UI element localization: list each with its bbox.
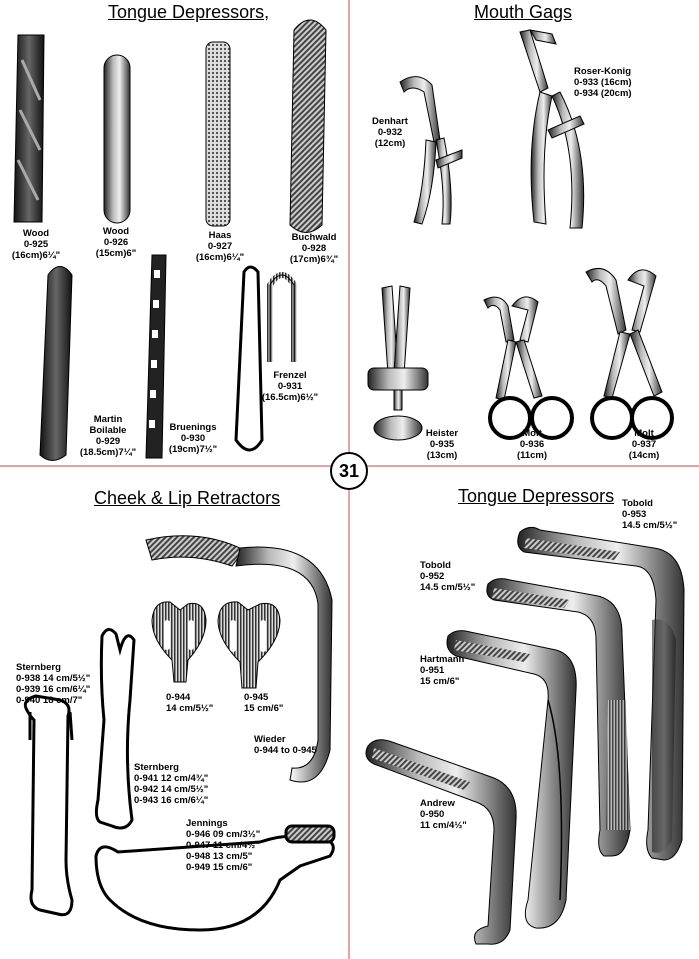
tobold-depressor-953 xyxy=(517,526,685,861)
martin-depressor xyxy=(39,266,73,461)
molt-gag-937 xyxy=(585,267,674,440)
heading-tongue-depressors-bottom: Tongue Depressors xyxy=(458,486,615,506)
molt-gag-936 xyxy=(483,296,574,440)
retractor-944 xyxy=(151,601,207,683)
page-number: 31 xyxy=(330,452,368,490)
haas-depressor xyxy=(205,41,231,227)
retractor-945 xyxy=(217,601,281,689)
wood-depressor-925 xyxy=(13,34,45,223)
wood-depressor-926 xyxy=(103,54,131,224)
jennings-gag xyxy=(94,824,336,932)
frenzel-depressor xyxy=(234,265,297,452)
tobold-depressor-952 xyxy=(486,578,631,857)
wieder-retractor xyxy=(145,535,333,783)
sternberg-wire-retractor xyxy=(23,694,74,917)
heading-tongue-depressors-top: Tongue Depressors, xyxy=(108,2,270,22)
hartmann-depressor xyxy=(446,630,577,929)
sternberg-spring-retractor xyxy=(94,628,136,830)
bruenings-depressor xyxy=(145,254,167,459)
heister-gag xyxy=(367,285,429,441)
heading-mouth-gags: Mouth Gags xyxy=(474,2,573,22)
andrew-depressor xyxy=(365,739,517,945)
buchwald-depressor xyxy=(289,19,327,233)
heading-cheek-lip-retractors: Cheek & Lip Retractors xyxy=(94,488,281,508)
roser-konig-gag xyxy=(519,29,585,229)
denhart-gag xyxy=(399,76,463,225)
